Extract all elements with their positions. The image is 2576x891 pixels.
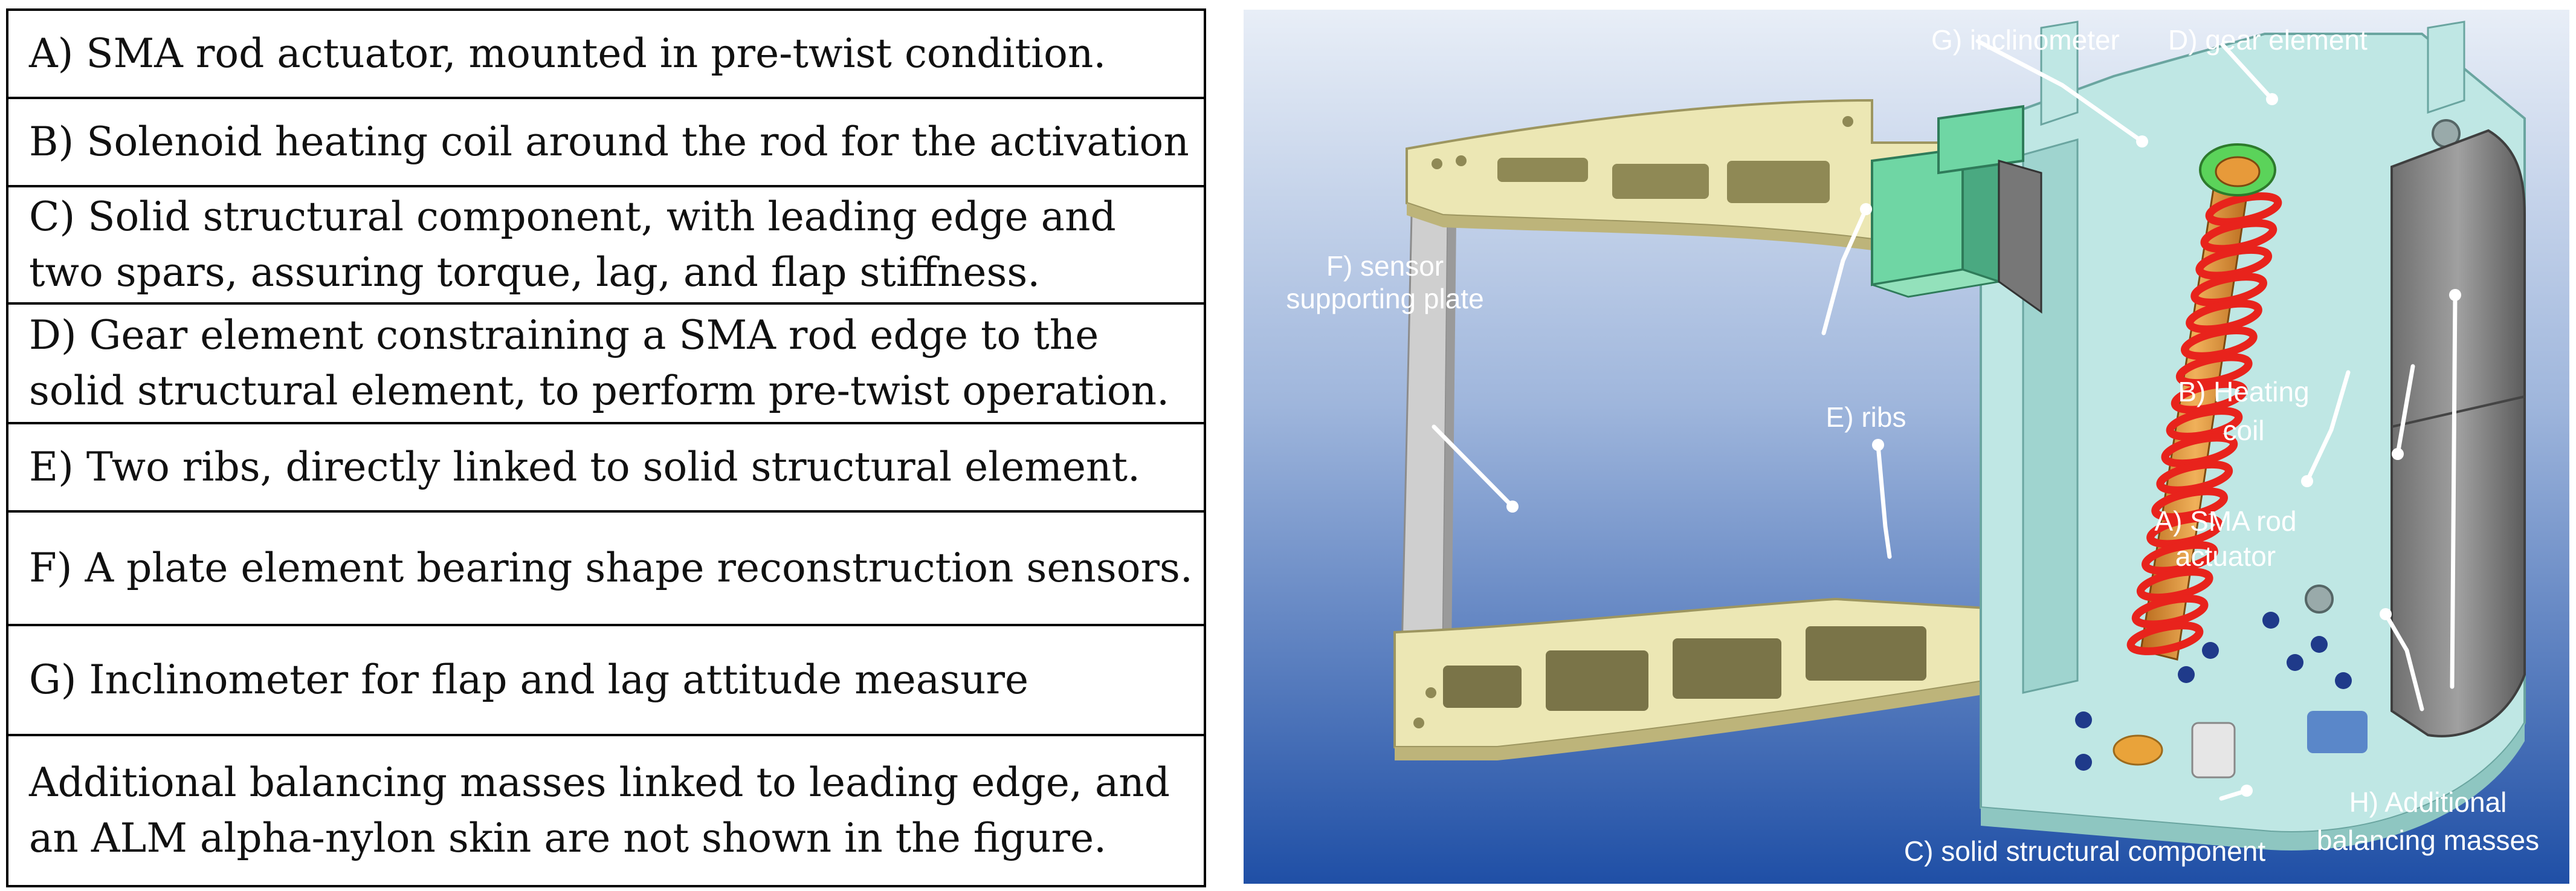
legend-row-notes: Additional balancing masses linked to le… [8,736,1204,885]
legend-text: C) Solid structural component, with lead… [29,193,1116,240]
legend-text: D) Gear element constraining a SMA rod e… [29,312,1099,358]
legend-text: E) Two ribs, directly linked to solid st… [29,444,1140,490]
legend-text: B) Solenoid heating coil around the rod … [29,118,1189,165]
leader-line [2305,370,2351,484]
coil-turn [2126,621,2204,655]
leader-line [2450,293,2458,689]
cad-figure: G) inclinometer D) gear element F) senso… [1244,10,2569,884]
rib-cutout [1806,626,1926,681]
rib-cutout [1673,638,1781,699]
label-balancing-masses: H) Additional [2349,786,2507,818]
label-solid-component: C) solid structural component [1904,835,2265,867]
legend-row-a: A) SMA rod actuator, mounted in pre-twis… [8,11,1204,99]
legend-row-e: E) Two ribs, directly linked to solid st… [8,424,1204,513]
legend-text: F) A plate element bearing shape reconst… [29,545,1193,591]
legend-row-c: C) Solid structural component, with lead… [8,187,1204,305]
rib-cutout [1497,158,1588,182]
label-sma-rod: A) SMA rod [2154,505,2296,537]
label-gear-element: D) gear element [2168,24,2368,56]
label-sma-rod: actuator [2175,540,2276,572]
legend-text: two spars, assuring torque, lag, and fla… [29,249,1041,296]
balancing-masses [2390,129,2526,737]
label-heating-coil: coil [2223,415,2264,446]
upper-rib [1406,99,2030,250]
legend-row-g: G) Inclinometer for flap and lag attitud… [8,626,1204,736]
leader-line [1432,424,1515,509]
cad-figure-svg: G) inclinometer D) gear element F) senso… [1244,10,2569,884]
leader-line [1975,39,2145,144]
label-heating-coil: B) Heating [2178,376,2309,407]
rib-cutout [1546,650,1648,711]
leader-line [1876,442,1892,559]
label-balancing-masses: balancing masses [2317,825,2539,856]
legend-row-d: D) Gear element constraining a SMA rod e… [8,305,1204,424]
legend-text: an ALM alpha-nylon skin are not shown in… [29,815,1107,861]
label-sensor-plate: supporting plate [1286,283,1483,314]
leader-line [1821,207,1868,335]
rib-cutout [1443,666,1522,708]
legend-text: solid structural element, to perform pre… [29,368,1170,414]
label-inclinometer: G) inclinometer [1931,24,2120,56]
label-sensor-plate: F) sensor [1326,250,1444,282]
lower-rib [1393,597,1988,760]
legend-text: G) Inclinometer for flap and lag attitud… [29,656,1029,703]
bushing [2113,734,2163,766]
solid-structural-component [1966,21,2526,850]
inclinometer [1871,105,2042,314]
legend-text: A) SMA rod actuator, mounted in pre-twis… [29,30,1106,77]
legend-text: Additional balancing masses linked to le… [29,759,1170,806]
leader-line [2395,364,2415,456]
leader-line [2220,42,2274,102]
rib-cutout [1727,161,1830,203]
rib-cutout [1612,164,1709,199]
legend-row-f: F) A plate element bearing shape reconst… [8,513,1204,626]
label-ribs: E) ribs [1826,401,1906,433]
legend-table: A) SMA rod actuator, mounted in pre-twis… [6,8,1206,887]
legend-row-b: B) Solenoid heating coil around the rod … [8,99,1204,187]
leader-line [2383,612,2424,711]
heating-coil [2126,192,2282,655]
gear-element [2199,143,2276,196]
